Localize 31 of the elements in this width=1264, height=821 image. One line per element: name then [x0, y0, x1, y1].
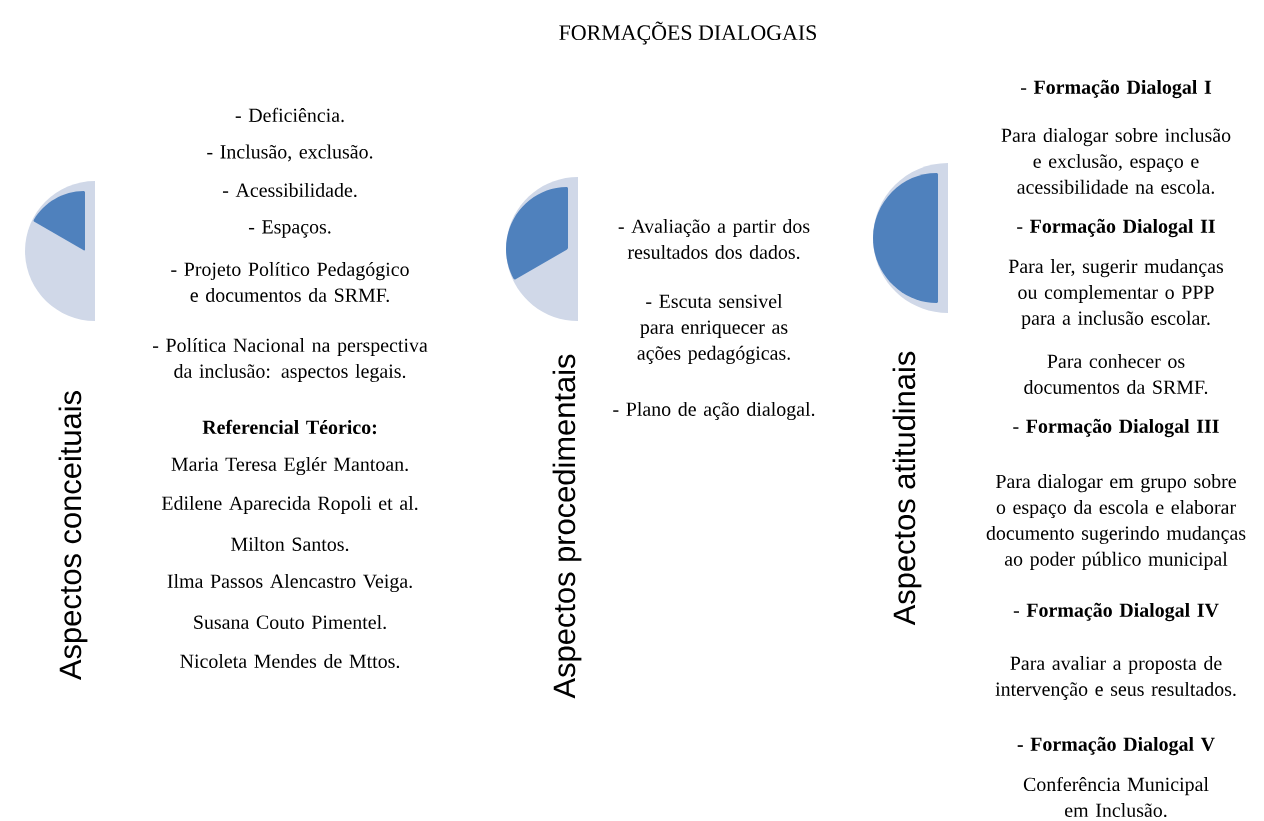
list-item: - Formação Dialogal III	[1013, 418, 1219, 438]
vertical-heading: Aspectos conceituais	[58, 391, 88, 680]
title: FORMAÇÕES DIALOGAIS	[559, 21, 816, 45]
list-item: - Formação Dialogal IV	[1013, 602, 1219, 622]
list-item: - Formação Dialogal II	[1017, 218, 1215, 238]
list-item: - Formação Dialogal I	[1021, 79, 1212, 99]
list-item: Conferência Municipal em Inclusão.	[1023, 776, 1209, 818]
list-item: - Deficiência.	[235, 107, 344, 123]
list-item: - Escuta sensivel para enriquecer as ações pedagógicas.	[637, 294, 790, 364]
list-item: - Política Nacional na perspectiva da inclusão: aspectos legais.	[153, 337, 428, 382]
list-item: Nicoleta Mendes de Mttos.	[180, 653, 400, 669]
list-item: - Plano de ação dialogal.	[613, 401, 815, 421]
list-item: - Projeto Político Pedagógico e documentos da SRMF.	[171, 261, 409, 302]
list-item: Para conhecer os documentos da SRMF.	[1024, 354, 1208, 394]
list-item: Milton Santos.	[231, 536, 349, 552]
list-item: Maria Teresa Eglér Mantoan.	[171, 456, 408, 476]
list-item: Para avaliar a proposta de intervenção e seus resultados.	[995, 656, 1236, 700]
list-item: Ilma Passos Alencastro Veiga.	[167, 573, 412, 593]
list-item: - Formação Dialogal V	[1017, 736, 1215, 756]
list-item: - Espaços.	[248, 220, 331, 238]
list-item: Referencial Téorico:	[202, 419, 377, 435]
list-item: Para dialogar sobre inclusão e exclusão, espaço e acessibilidade na escola.	[1001, 128, 1231, 194]
list-item: Susana Couto Pimentel.	[194, 614, 386, 630]
list-item: - Inclusão, exclusão.	[207, 144, 373, 162]
vertical-heading: Aspectos procedimentais	[552, 354, 582, 699]
list-item: Para ler, sugerir mudanças ou complementar o PPP para a inclusão escolar.	[1008, 259, 1224, 329]
list-item: - Acessibilidade.	[222, 182, 357, 198]
list-item: Para dialogar em grupo sobre o espaço da escola e elaborar documento sugerindo mudanças ao poder público municipal	[986, 474, 1246, 570]
list-item: - Avaliação a partir dos resultados dos dados.	[618, 219, 810, 259]
vertical-heading: Aspectos atitudinais	[892, 351, 922, 626]
list-item: Edilene Aparecida Ropoli et al.	[161, 495, 418, 514]
